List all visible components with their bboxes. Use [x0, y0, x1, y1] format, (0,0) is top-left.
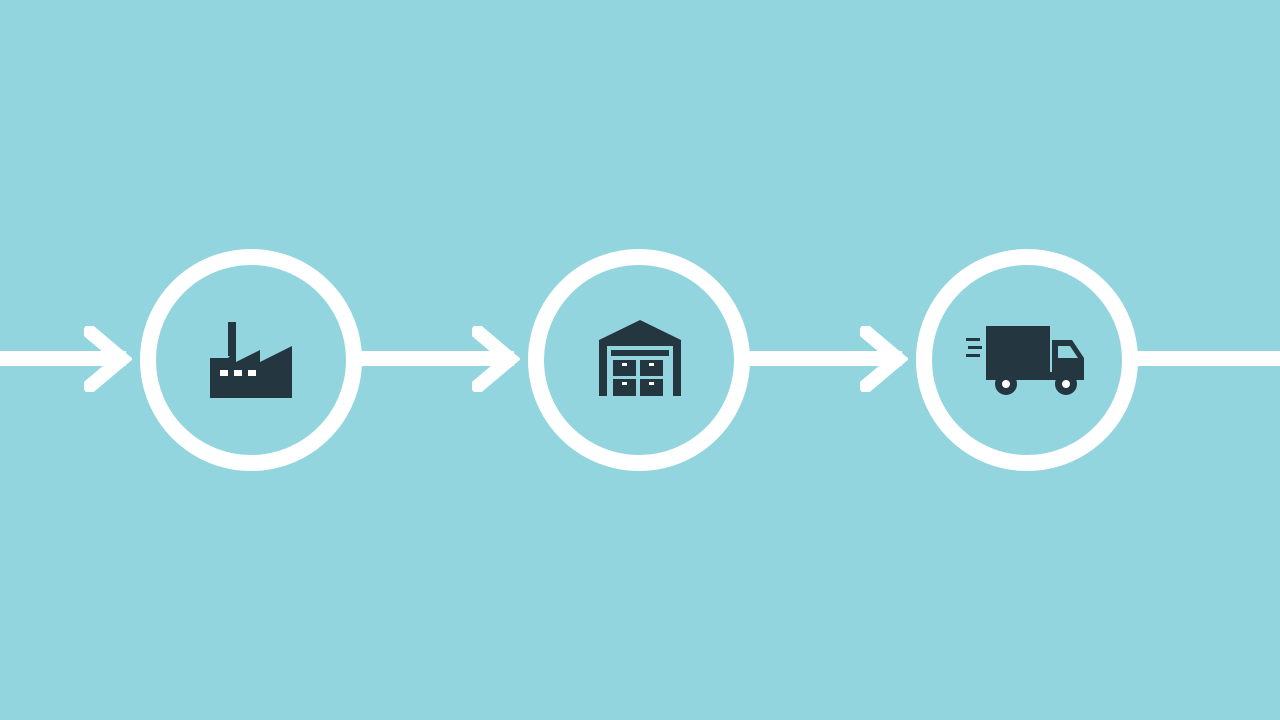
factory-icon	[210, 322, 292, 398]
delivery-truck-icon	[966, 326, 1084, 395]
flow-line-1-2	[346, 351, 514, 366]
flow-line-end	[1122, 351, 1280, 366]
flow-line-2-3	[734, 351, 902, 366]
arrow-right-icon	[860, 326, 908, 392]
flow-line-start	[0, 351, 126, 366]
warehouse-icon	[599, 320, 681, 396]
arrow-right-icon	[84, 326, 132, 392]
arrow-right-icon	[472, 326, 520, 392]
